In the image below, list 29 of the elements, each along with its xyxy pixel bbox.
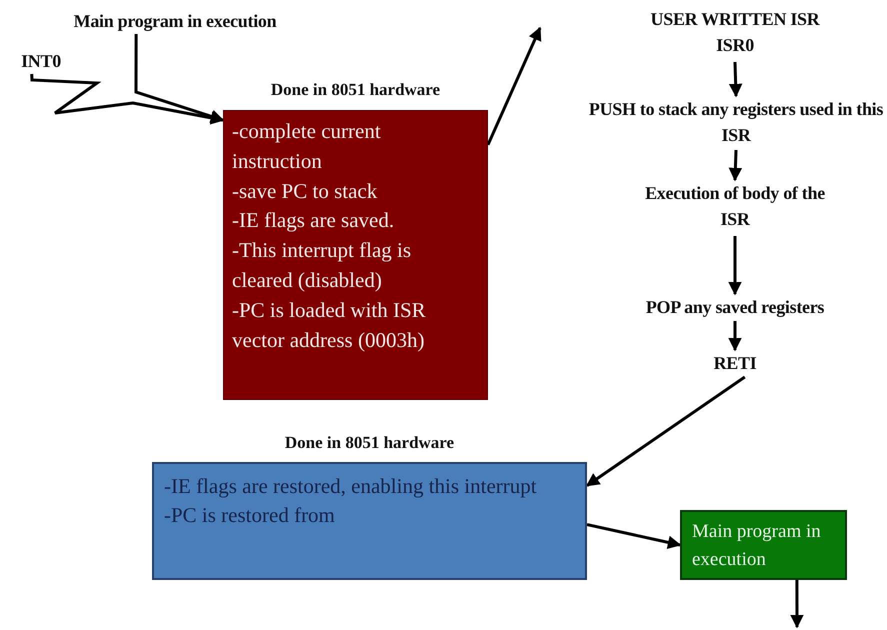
arrow [728,150,742,182]
flow-step-text: INT0 [10,48,72,74]
flow-step-text: ISR0 [715,34,755,58]
flow-step-text: Main program in execution [30,8,320,34]
bullet-text: -complete current instruction [232,118,382,175]
bullet-text: -IE flags are saved. [232,207,394,234]
arrow [728,62,742,98]
heading-text: USER WRITTEN ISR [650,8,821,31]
flow-step-text: PUSH to stack any registers used in this ISR [588,96,884,150]
arrow [486,26,542,146]
arrow [790,580,804,628]
arrow [586,376,746,487]
heading-text: Done in 8051 hardware [284,432,456,454]
bullet-text: -PC is restored from [164,502,335,530]
arrow [728,236,742,296]
bullet-text: -save PC to stack [232,178,378,205]
process-box [680,510,847,580]
heading-text: Done in 8051 hardware [270,79,442,101]
arrow [134,34,224,123]
arrow [30,74,224,124]
bullet-text: -This interrupt flag is cleared (disabled) [232,237,412,294]
flow-step-text: POP any saved registers [605,294,865,321]
flow-step-text: Execution of body of the ISR [640,180,830,236]
bullet-text: -IE flags are restored, enabling this interrupt [164,473,537,500]
arrow [586,523,682,549]
bullet-text: -PC is loaded with ISR vector address (0003h) [232,296,427,354]
bullet-text: Main program in execution [692,520,822,572]
flow-step-text: RETI [700,350,770,377]
arrow [728,321,742,352]
